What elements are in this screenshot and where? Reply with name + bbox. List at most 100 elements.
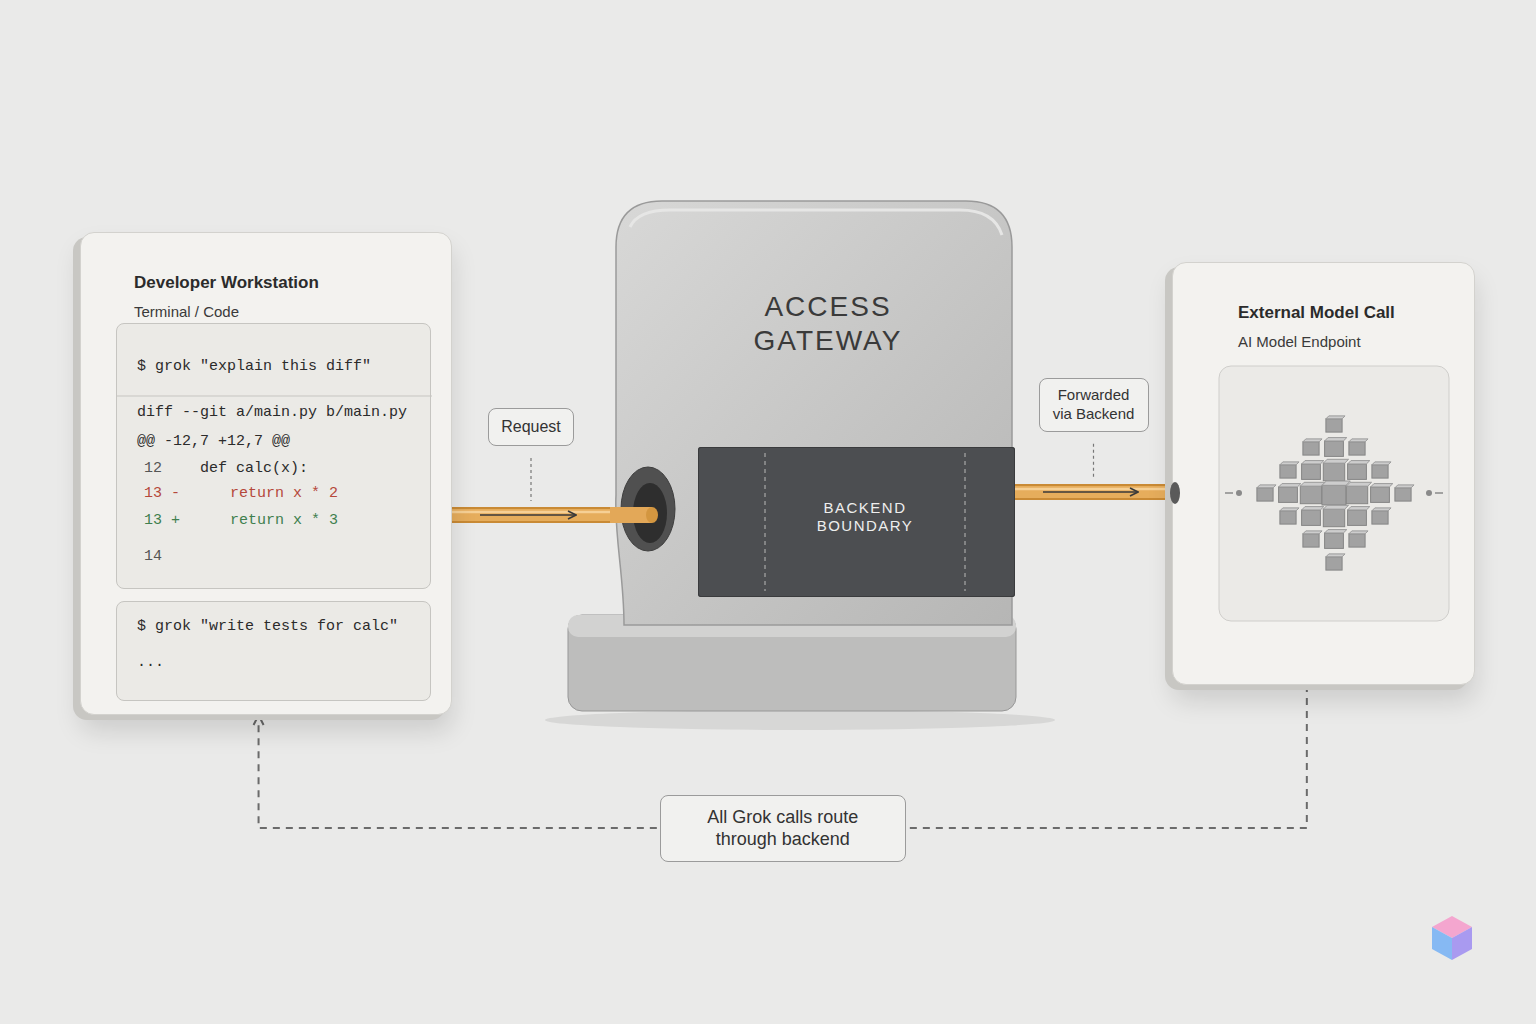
cube-top bbox=[1326, 416, 1345, 419]
model-cube bbox=[1279, 484, 1301, 503]
section-divider bbox=[117, 396, 432, 397]
cube-top bbox=[1346, 482, 1371, 486]
cube-face bbox=[1279, 487, 1298, 502]
pipe-fill bbox=[1015, 486, 1172, 498]
cube-top bbox=[1395, 485, 1414, 488]
signal-tick bbox=[1435, 492, 1443, 494]
model-cube bbox=[1303, 531, 1322, 547]
terminal-pane: $ grok "write tests for calc"... bbox=[116, 601, 431, 701]
cube-top bbox=[1280, 462, 1299, 465]
cube-face bbox=[1372, 465, 1388, 478]
leader-line bbox=[1093, 444, 1094, 478]
edge-label: Request bbox=[488, 408, 574, 446]
signal-tick bbox=[1225, 492, 1233, 494]
diff-hunk: @@ -12,7 +12,7 @@ bbox=[137, 433, 290, 451]
model-cube bbox=[1326, 416, 1345, 432]
cube-face bbox=[1257, 488, 1273, 501]
cube-face bbox=[1395, 488, 1411, 501]
cube-face bbox=[1326, 419, 1342, 432]
model-cube bbox=[1349, 531, 1368, 547]
cube-top bbox=[1303, 531, 1322, 534]
signal-dot bbox=[1426, 490, 1432, 496]
cube-top bbox=[1372, 462, 1391, 465]
model-cube bbox=[1372, 462, 1391, 478]
leader-line bbox=[530, 458, 531, 501]
model-cube bbox=[1303, 439, 1322, 455]
cube-top bbox=[1302, 461, 1324, 464]
pipe-connector bbox=[1015, 489, 1172, 492]
cube-face bbox=[1322, 485, 1346, 505]
cube-face bbox=[1280, 465, 1296, 478]
model-panel bbox=[1219, 366, 1449, 621]
line-number: 14 bbox=[144, 548, 162, 566]
cube-face bbox=[1302, 510, 1321, 525]
model-cube bbox=[1371, 484, 1393, 503]
model-cube bbox=[1326, 554, 1345, 570]
cube-top bbox=[1280, 508, 1299, 511]
model-cube bbox=[1372, 508, 1391, 524]
cube-face bbox=[1326, 557, 1342, 570]
pipe-stub bbox=[610, 507, 652, 523]
model-cube bbox=[1325, 438, 1347, 457]
model-cube bbox=[1348, 507, 1370, 526]
cube-top bbox=[1325, 530, 1347, 533]
model-cube bbox=[1280, 508, 1299, 524]
base-plate-top bbox=[568, 615, 1016, 637]
card-subtitle: AI Model Endpoint bbox=[1238, 333, 1361, 351]
band-seam bbox=[965, 453, 966, 591]
cube-top bbox=[1371, 484, 1393, 487]
cube-top bbox=[1300, 482, 1325, 486]
model-card: External Model Call AI Model Endpoint bbox=[1172, 262, 1475, 685]
cube-top bbox=[1326, 554, 1345, 557]
cube-face bbox=[1302, 464, 1321, 479]
line-number: 12 bbox=[144, 460, 162, 478]
cube-face bbox=[1349, 534, 1365, 547]
model-cube bbox=[1300, 482, 1325, 503]
cube-top bbox=[1322, 481, 1350, 485]
pipe-fill bbox=[452, 509, 610, 521]
pipe bbox=[1015, 484, 1172, 500]
terminal-pane: $ grok "explain this diff" diff --git a/m… bbox=[116, 323, 431, 589]
cube-top bbox=[1323, 459, 1348, 463]
terminal-command: $ grok "write tests for calc" bbox=[137, 618, 398, 636]
added-code: return x * 3 bbox=[230, 512, 338, 530]
band-seam bbox=[765, 453, 766, 591]
cube-top bbox=[1349, 439, 1368, 442]
cube-face bbox=[1303, 534, 1319, 547]
removed-code: return x * 2 bbox=[230, 485, 338, 503]
cube-top bbox=[1372, 508, 1391, 511]
cube-face bbox=[1280, 511, 1296, 524]
edge-label: Forwarded via Backend bbox=[1039, 378, 1149, 432]
logo-face bbox=[1452, 927, 1472, 960]
model-cube bbox=[1322, 481, 1350, 505]
cube-face bbox=[1371, 487, 1390, 502]
terminal-ellipsis: ... bbox=[137, 654, 164, 672]
model-cube bbox=[1302, 507, 1324, 526]
cube-face bbox=[1372, 511, 1388, 524]
cube-top bbox=[1302, 507, 1324, 510]
line-number: 13 - bbox=[144, 485, 180, 503]
card-title: External Model Call bbox=[1238, 303, 1395, 323]
diff-header: diff --git a/main.py b/main.py bbox=[137, 404, 407, 422]
pipe-end bbox=[646, 507, 658, 523]
line-number: 13 + bbox=[144, 512, 180, 530]
workstation-card: Developer WorkstationTerminal / Code$ gr… bbox=[80, 232, 452, 715]
edge-label: All Grok calls route through backend bbox=[660, 795, 906, 862]
pipe-port-inner bbox=[633, 483, 667, 543]
model-cube bbox=[1257, 485, 1276, 501]
model-cube bbox=[1280, 462, 1299, 478]
cube-face bbox=[1303, 442, 1319, 455]
model-cube bbox=[1302, 461, 1324, 480]
model-cube bbox=[1323, 505, 1348, 526]
cube-face bbox=[1346, 486, 1367, 504]
logo-cube bbox=[1432, 916, 1472, 960]
pipe-port bbox=[621, 467, 675, 551]
base-plate bbox=[568, 615, 1016, 711]
boundary-band: BACKEND BOUNDARY bbox=[698, 447, 1015, 597]
terminal-command: $ grok "explain this diff" bbox=[137, 358, 371, 376]
model-cube bbox=[1348, 461, 1370, 480]
gateway-device: ACCESS GATEWAYBACKEND BOUNDARY bbox=[610, 195, 1015, 715]
logo-face bbox=[1432, 927, 1452, 960]
pipe-highlight bbox=[1015, 488, 1172, 491]
pipe-highlight bbox=[452, 511, 610, 514]
